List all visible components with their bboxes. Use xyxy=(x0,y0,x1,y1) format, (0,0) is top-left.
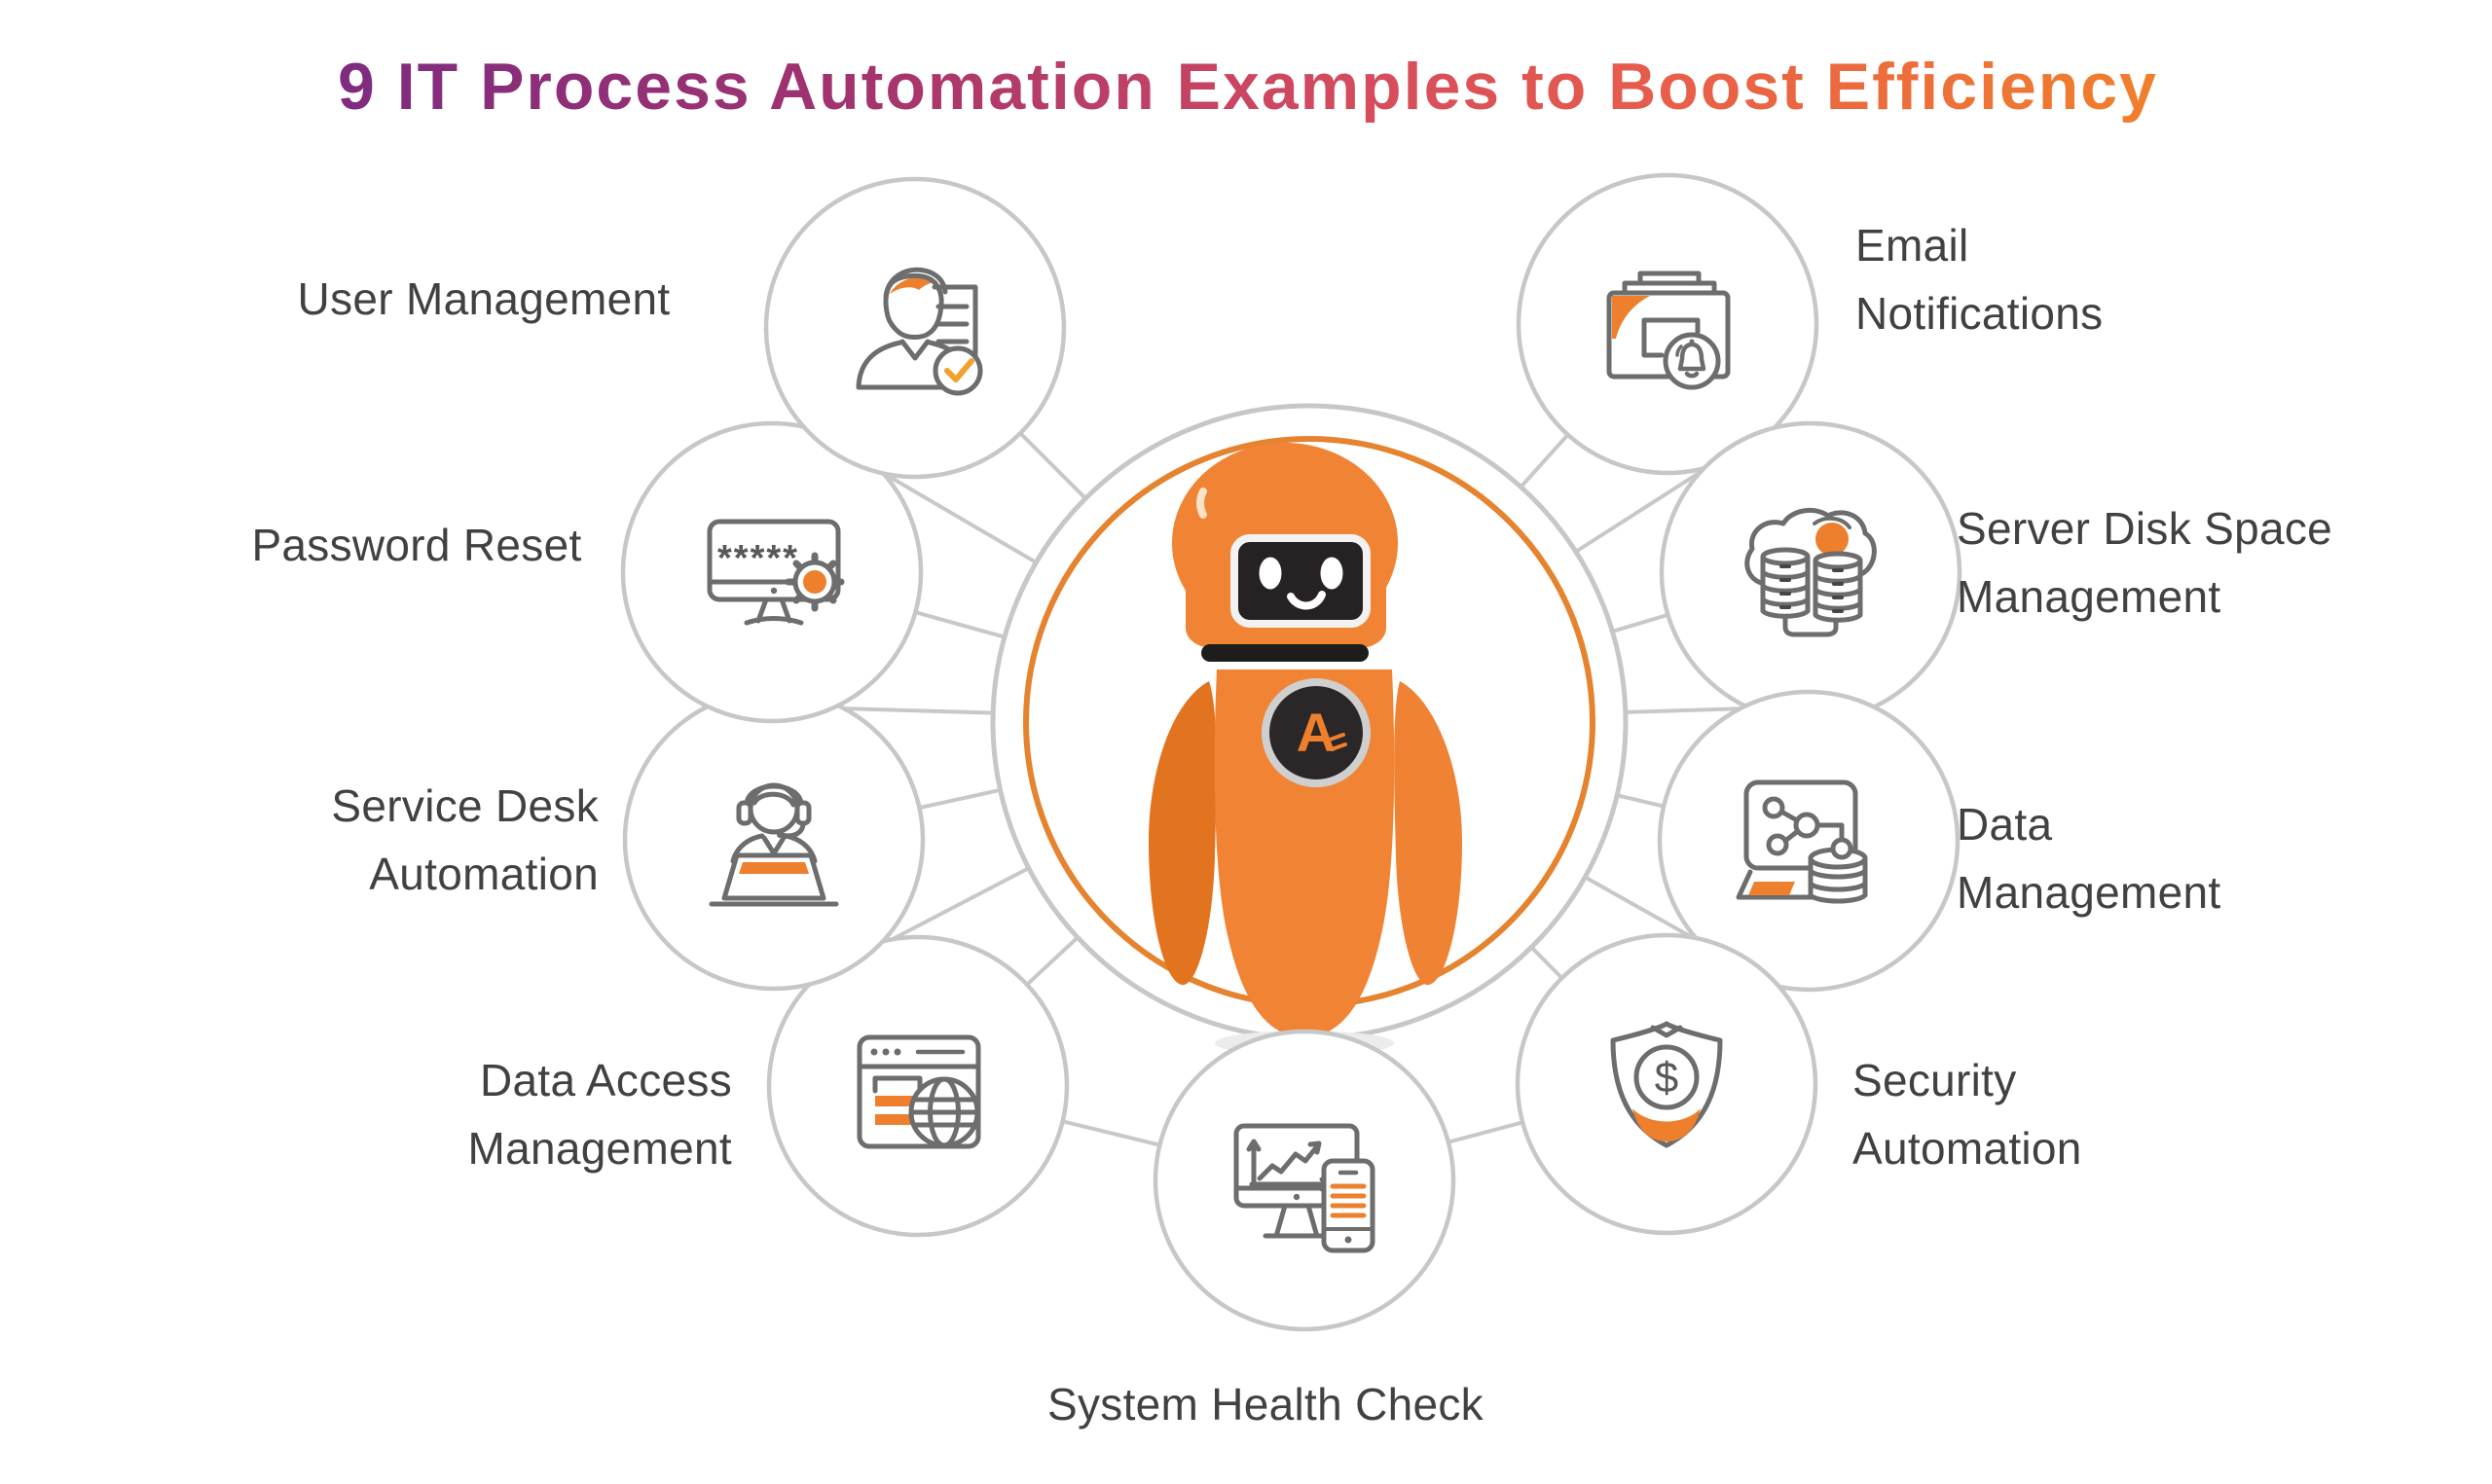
label-email-notifications: Email Notifications xyxy=(1855,211,2362,347)
robot-right-arm xyxy=(1394,681,1462,986)
robot-face-screen xyxy=(1230,534,1371,628)
label-line: Password Reset xyxy=(251,520,582,570)
robot-neck-band xyxy=(1201,644,1369,662)
label-line: Notifications xyxy=(1855,288,2104,339)
node-circle-service-desk xyxy=(622,688,926,992)
label-data-access-management: Data Access Management xyxy=(343,1046,732,1182)
support-agent-laptop-icon xyxy=(709,782,839,907)
password-mask-text: ***** xyxy=(717,538,799,579)
mail-stack-bell-icon xyxy=(1606,271,1731,390)
browser-globe-icon xyxy=(857,1034,981,1149)
badge-logo-a: A xyxy=(1297,702,1336,763)
label-line: Service Desk xyxy=(331,780,599,831)
cloud-server-disks-icon xyxy=(1744,507,1877,637)
robot-left-arm xyxy=(1149,681,1217,986)
label-line: Automation xyxy=(369,849,599,899)
label-line: Automation xyxy=(1852,1123,2082,1174)
shield-dollar-icon: $ xyxy=(1610,1021,1723,1148)
node-circle-user-management xyxy=(763,176,1067,480)
robot-left-eye xyxy=(1259,557,1282,590)
label-line: Data xyxy=(1957,799,2053,850)
laptop-database-nodes-icon xyxy=(1736,779,1868,904)
label-line: User Management xyxy=(297,273,671,324)
label-server-disk-space-management: Server Disk Space Management xyxy=(1957,494,2463,631)
label-line: System Health Check xyxy=(1047,1379,1484,1430)
robot-ear-highlight xyxy=(1196,488,1207,519)
monitor-password-gear-icon: ***** xyxy=(707,519,845,626)
robot-mascot-icon: A xyxy=(1149,443,1462,1056)
label-line: Management xyxy=(1957,867,2221,918)
label-line: Data Access xyxy=(480,1055,732,1105)
label-line: Management xyxy=(1957,571,2221,622)
node-circle-server-disk xyxy=(1659,420,1962,724)
label-line: Security xyxy=(1852,1055,2017,1105)
label-line: Server Disk Space xyxy=(1957,503,2333,554)
robot-right-eye xyxy=(1320,557,1343,590)
monitor-chart-phone-icon xyxy=(1233,1123,1375,1253)
label-user-management: User Management xyxy=(240,265,727,333)
label-system-health-check: System Health Check xyxy=(1022,1370,1509,1438)
page-title: 9 IT Process Automation Examples to Boos… xyxy=(338,50,2158,124)
label-password-reset: Password Reset xyxy=(173,511,660,579)
label-line: Email xyxy=(1855,220,1969,271)
user-profile-check-icon xyxy=(856,267,983,396)
badge-logo-dashes xyxy=(1328,733,1347,751)
label-line: Management xyxy=(467,1123,732,1174)
robot-chest-badge xyxy=(1262,678,1371,787)
robot-smile xyxy=(1287,591,1326,610)
label-data-management: Data Management xyxy=(1957,790,2463,926)
dollar-sign-text: $ xyxy=(1655,1054,1678,1102)
label-security-automation: Security Automation xyxy=(1852,1046,2359,1182)
label-service-desk-automation: Service Desk Automation xyxy=(209,772,599,908)
